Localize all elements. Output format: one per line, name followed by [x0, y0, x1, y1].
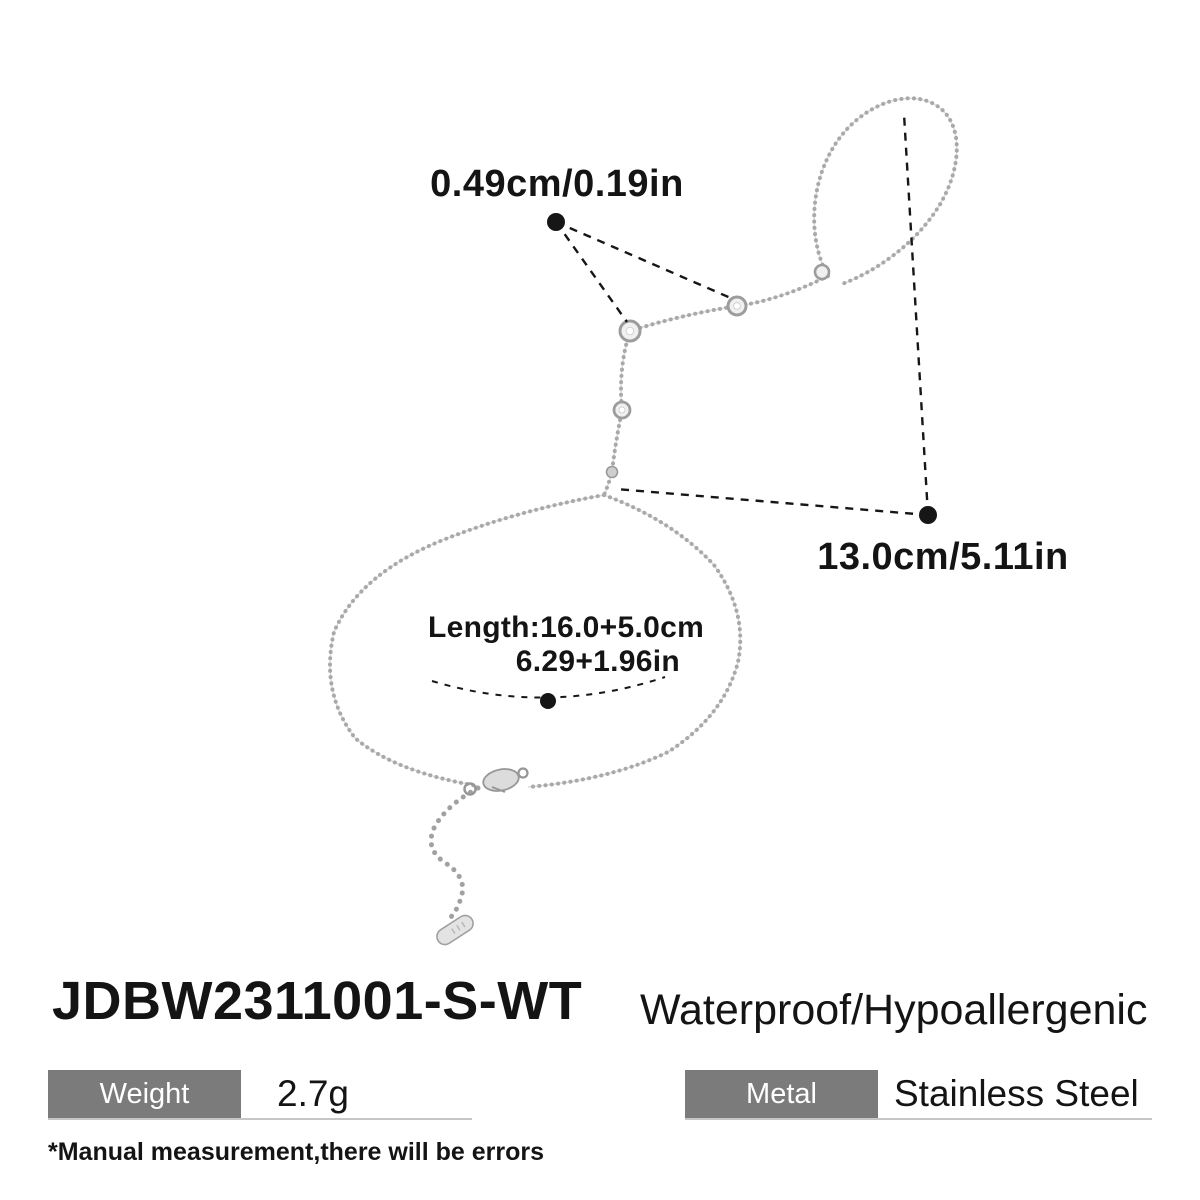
total-length-in: 6.29+1.96in [515, 645, 680, 678]
brand-tag [436, 914, 474, 946]
lobster-clasp [463, 767, 529, 796]
connector-chain [602, 274, 830, 497]
spec-value-weight: 2.7g [277, 1073, 350, 1114]
chain-length-label: 13.0cm/5.11in [817, 536, 1069, 578]
wrist-chain-right [526, 493, 743, 789]
wrist-chain-left [328, 493, 606, 788]
measurement-dots [540, 213, 937, 709]
spec-label-weight: Weight [48, 1070, 241, 1118]
charm-size-label: 0.49cm/0.19in [430, 163, 684, 205]
spec-row-weight: Weight 2.7g [48, 1070, 472, 1120]
measurement-note: *Manual measurement,there will be errors [48, 1138, 545, 1166]
total-length-label: Length:16.0+5.0cm 6.29+1.96in [428, 611, 705, 679]
total-length-cm: Length:16.0+5.0cm [428, 611, 705, 644]
spec-value-metal: Stainless Steel [894, 1073, 1139, 1114]
extender-chain [428, 785, 481, 921]
product-feature: Waterproof/Hypoallergenic [640, 986, 1148, 1034]
finger-loop-chain [812, 96, 959, 286]
product-sku: JDBW2311001-S-WT [52, 971, 583, 1031]
spec-label-metal: Metal [685, 1070, 878, 1118]
crystal-charm [605, 263, 831, 479]
spec-row-metal: Metal Stainless Steel [685, 1070, 1152, 1120]
